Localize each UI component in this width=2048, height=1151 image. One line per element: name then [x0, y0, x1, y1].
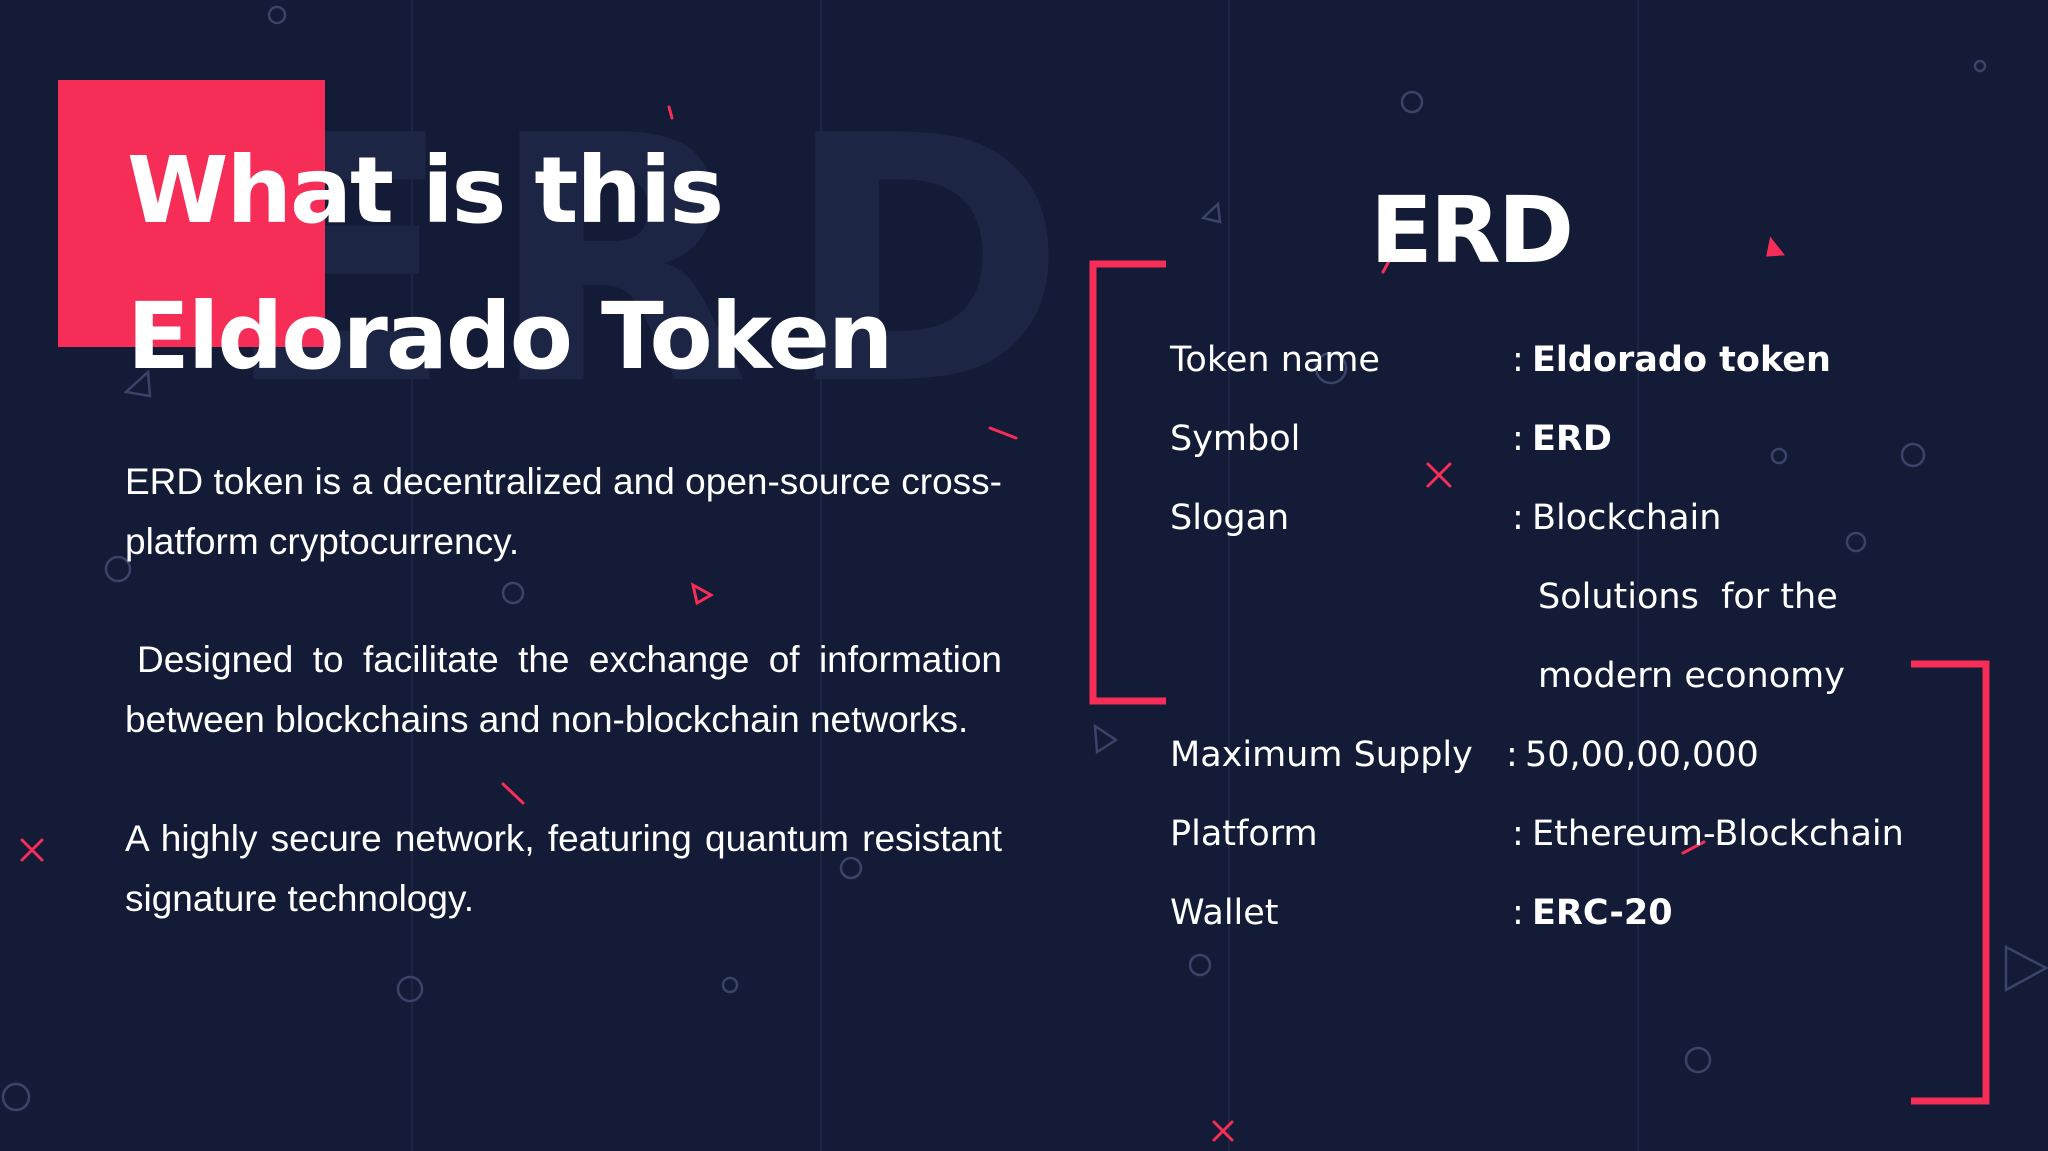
- token-heading: ERD: [1370, 177, 1574, 284]
- detail-value: 50,00,00,000: [1525, 735, 1759, 775]
- detail-row-wallet: Wallet : ERC-20: [1170, 874, 2010, 953]
- detail-separator: :: [1506, 735, 1518, 775]
- token-details: Token name : Eldorado token Symbol : ERD…: [1170, 321, 2010, 953]
- grid-line: [411, 0, 413, 1151]
- grid-line: [1228, 0, 1230, 1151]
- detail-row-slogan: Slogan : Blockchain: [1170, 479, 2010, 558]
- decor-cross: [1212, 1120, 1234, 1142]
- detail-label: Maximum Supply: [1170, 735, 1473, 775]
- decor-cross: [1426, 462, 1452, 488]
- detail-value: ERC-20: [1532, 893, 1673, 933]
- detail-separator: :: [1512, 814, 1524, 854]
- detail-separator: :: [1512, 419, 1524, 459]
- decor-dash: [1681, 840, 1706, 855]
- grid-line: [1637, 0, 1639, 1151]
- background-watermark: ERD: [222, 64, 1101, 460]
- decor-circle: [1973, 59, 1987, 73]
- decor-dash: [988, 426, 1018, 440]
- decor-circle: [396, 975, 424, 1003]
- decor-dash: [1381, 250, 1396, 274]
- decor-triangle: [1200, 201, 1222, 224]
- detail-value: Solutions for the: [1538, 577, 1838, 617]
- decor-circle: [1314, 351, 1348, 385]
- decor-circle: [1400, 90, 1424, 114]
- detail-separator: :: [1512, 893, 1524, 933]
- detail-label: Wallet: [1170, 893, 1279, 933]
- detail-label: Token name: [1170, 340, 1380, 380]
- decor-triangle-accent: [1766, 236, 1785, 257]
- description-paragraph-2: Designed to facilitate the exchange of i…: [125, 639, 1002, 740]
- detail-separator: :: [1512, 498, 1524, 538]
- decor-circle: [1845, 531, 1867, 553]
- decor-triangle-accent: [690, 582, 715, 606]
- decor-circle: [721, 976, 739, 994]
- detail-label: Slogan: [1170, 498, 1290, 538]
- detail-value: Blockchain: [1532, 498, 1722, 538]
- title-line-2: Eldorado Token: [127, 283, 893, 390]
- page-title: What is this Eldorado Token: [127, 118, 893, 410]
- decor-dash: [501, 782, 525, 805]
- decor-circle: [104, 555, 132, 583]
- decor-circle: [1, 1082, 31, 1112]
- decor-dash: [667, 105, 674, 120]
- decor-circle: [839, 856, 863, 880]
- detail-value: Eldorado token: [1532, 340, 1831, 380]
- detail-row-platform: Platform : Ethereum-Blockchain: [1170, 795, 2010, 874]
- decor-circle: [1684, 1046, 1712, 1074]
- detail-row-token-name: Token name : Eldorado token: [1170, 321, 2010, 400]
- decor-circle: [501, 581, 525, 605]
- grid-line: [820, 0, 822, 1151]
- decor-circle: [267, 5, 287, 25]
- detail-label: Platform: [1170, 814, 1318, 854]
- title-line-1: What is this: [127, 137, 724, 244]
- description-paragraph-3: A highly secure network, featuring quant…: [125, 818, 1002, 919]
- decor-triangle: [2004, 944, 2048, 993]
- detail-row-symbol: Symbol : ERD: [1170, 400, 2010, 479]
- decor-circle: [1900, 442, 1926, 468]
- decor-triangle: [1093, 723, 1119, 755]
- decor-circle: [1188, 953, 1212, 977]
- decor-cross: [20, 838, 44, 862]
- left-bracket: [1089, 260, 1166, 705]
- right-bracket: [1911, 660, 1990, 1105]
- decor-triangle: [123, 369, 152, 398]
- detail-row-slogan-continued: modern economy: [1170, 637, 2010, 716]
- detail-row-slogan-continued: Solutions for the: [1170, 558, 2010, 637]
- decor-circle: [1770, 447, 1788, 465]
- detail-value: ERD: [1532, 419, 1612, 459]
- detail-value: Ethereum-Blockchain: [1532, 814, 1904, 854]
- detail-row-maximum-supply: Maximum Supply : 50,00,00,000: [1170, 716, 2010, 795]
- detail-value: modern economy: [1538, 656, 1845, 696]
- title-accent-block: [58, 80, 325, 347]
- description-paragraph-1: ERD token is a decentralized and open-so…: [125, 461, 1002, 562]
- detail-label: Symbol: [1170, 419, 1301, 459]
- detail-separator: :: [1512, 340, 1524, 380]
